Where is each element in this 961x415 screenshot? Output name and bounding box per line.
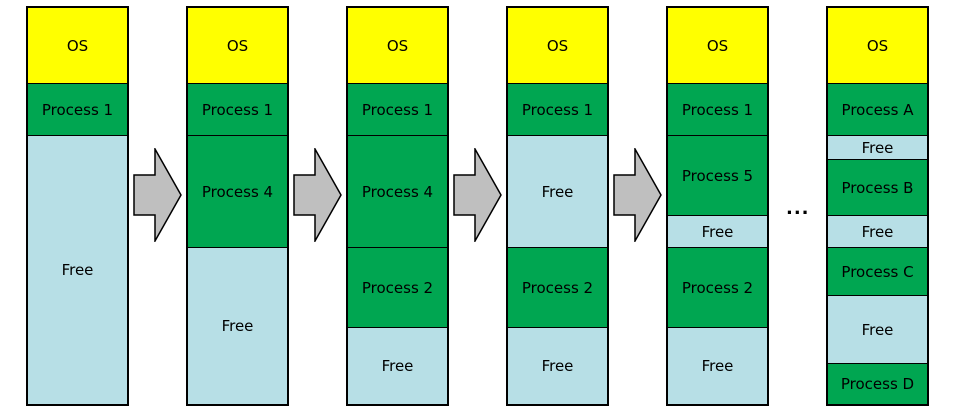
free-segment: Free <box>668 216 767 248</box>
free-segment: Free <box>828 136 927 160</box>
free-segment: Free <box>28 136 127 404</box>
memory-column-5: OS Process 1 Process 5 Free Process 2 Fr… <box>666 6 769 406</box>
free-segment: Free <box>828 216 927 248</box>
process-segment: Process 5 <box>668 136 767 216</box>
os-segment: OS <box>348 8 447 84</box>
process-segment: Process 1 <box>188 84 287 136</box>
process-segment: Process 1 <box>28 84 127 136</box>
free-segment: Free <box>508 328 607 404</box>
memory-column-1: OS Process 1 Free <box>26 6 129 406</box>
os-segment: OS <box>188 8 287 84</box>
right-arrow-icon <box>453 148 502 242</box>
process-segment: Process B <box>828 160 927 216</box>
ellipsis-text: ... <box>786 198 810 219</box>
free-segment: Free <box>188 248 287 404</box>
right-arrow-icon <box>133 148 182 242</box>
process-segment: Process 1 <box>348 84 447 136</box>
process-segment: Process 2 <box>508 248 607 328</box>
free-segment: Free <box>348 328 447 404</box>
os-segment: OS <box>668 8 767 84</box>
os-segment: OS <box>28 8 127 84</box>
process-segment: Process 4 <box>188 136 287 248</box>
process-segment: Process 4 <box>348 136 447 248</box>
process-segment: Process 1 <box>508 84 607 136</box>
process-segment: Process 1 <box>668 84 767 136</box>
memory-column-4: OS Process 1 Free Process 2 Free <box>506 6 609 406</box>
process-segment: Process C <box>828 248 927 296</box>
free-segment: Free <box>508 136 607 248</box>
right-arrow-icon <box>613 148 662 242</box>
process-segment: Process D <box>828 364 927 404</box>
process-segment: Process A <box>828 84 927 136</box>
process-segment: Process 2 <box>348 248 447 328</box>
os-segment: OS <box>828 8 927 84</box>
free-segment: Free <box>668 328 767 404</box>
process-segment: Process 2 <box>668 248 767 328</box>
os-segment: OS <box>508 8 607 84</box>
free-segment: Free <box>828 296 927 364</box>
memory-column-3: OS Process 1 Process 4 Process 2 Free <box>346 6 449 406</box>
right-arrow-icon <box>293 148 342 242</box>
memory-column-2: OS Process 1 Process 4 Free <box>186 6 289 406</box>
memory-column-6: OS Process A Free Process B Free Process… <box>826 6 929 406</box>
